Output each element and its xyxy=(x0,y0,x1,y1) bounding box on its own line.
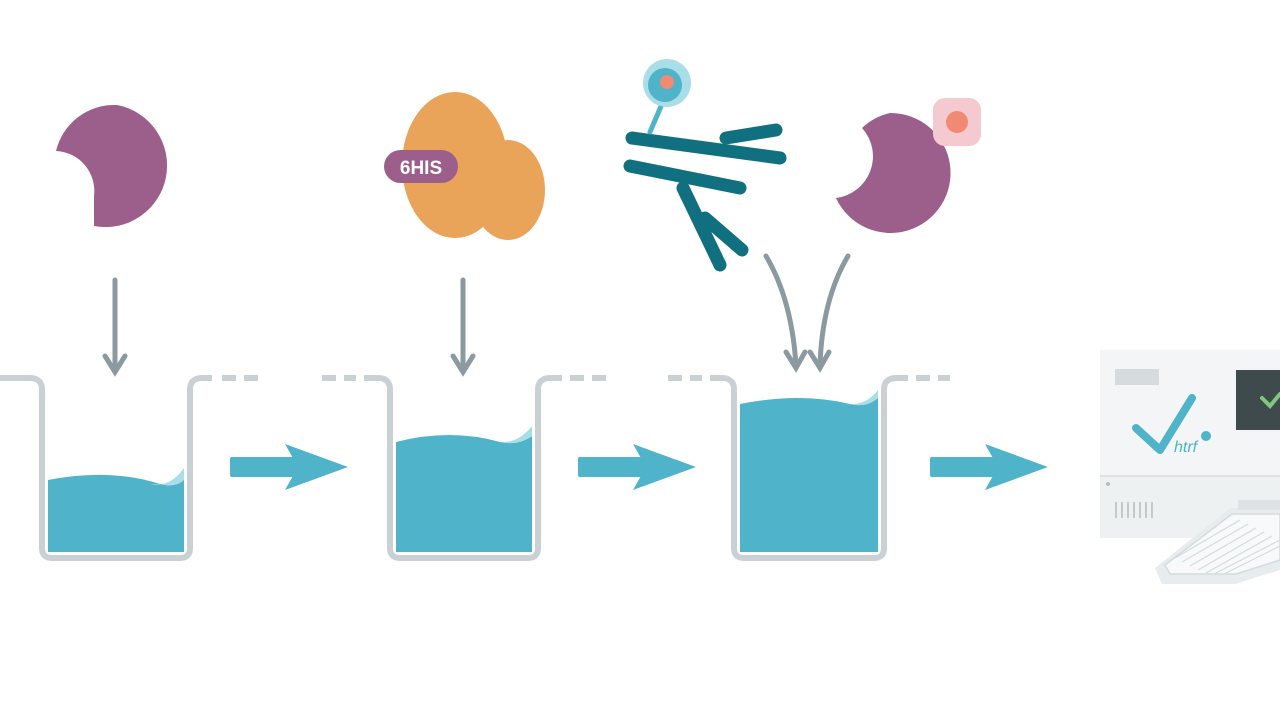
flow-arrow-2 xyxy=(578,444,696,490)
labeled-ligand-icon xyxy=(836,112,951,233)
well-2 xyxy=(322,375,606,561)
reader-logo: htrf xyxy=(1174,439,1199,456)
add-arrow-2 xyxy=(450,277,476,377)
reader-vent xyxy=(1115,502,1153,518)
well-3 xyxy=(668,375,950,561)
flow-arrow-3 xyxy=(930,444,1048,490)
his-tag-badge: 6HIS xyxy=(384,150,458,183)
flow-arrow-1 xyxy=(230,444,348,490)
checkmark-icon xyxy=(1132,394,1196,454)
donor-fluorophore-icon xyxy=(643,59,691,107)
add-arrow-3a xyxy=(763,253,808,373)
acceptor-fluorophore-icon xyxy=(933,98,981,146)
anti-6his-antibody-icon xyxy=(623,101,787,272)
well-1 xyxy=(0,375,258,561)
his-tagged-protein-icon: 6HIS xyxy=(384,92,545,240)
plate-reader-icon: htrf xyxy=(1100,350,1280,584)
his-tag-label: 6HIS xyxy=(400,158,442,179)
microplate-tray xyxy=(1155,500,1280,584)
target-protein-icon xyxy=(56,104,168,228)
add-arrow-1 xyxy=(102,277,128,377)
add-arrow-3b xyxy=(807,253,851,373)
